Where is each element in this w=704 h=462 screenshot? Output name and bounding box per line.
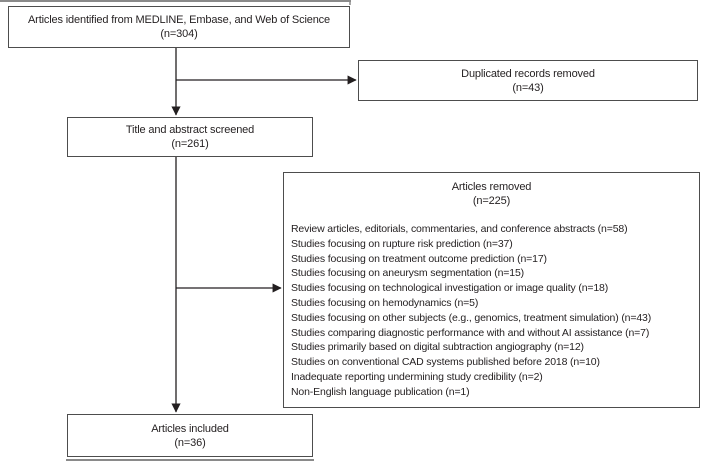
removal-reason: Studies comparing diagnostic performance…	[291, 326, 650, 339]
removal-reason: Inadequate reporting undermining study c…	[291, 370, 543, 383]
duplicates-removed-count: (n=43)	[512, 81, 544, 94]
duplicates-removed-title: Duplicated records removed	[461, 67, 595, 80]
screened-title: Title and abstract screened	[125, 124, 255, 136]
articles-included-title: Articles included	[151, 422, 229, 435]
articles-removed-header: Articles removed (n=225)	[452, 180, 532, 208]
articles-identified-title: Articles identified from MEDLINE, Embase…	[28, 14, 330, 26]
box-title-abstract-screened: Title and abstract screened (n=261)	[67, 117, 313, 157]
removal-reason: Studies focusing on aneurysm segmentatio…	[291, 267, 524, 280]
box-articles-included: Articles included (n=36)	[67, 414, 313, 457]
removal-reason: Studies focusing on treatment outcome pr…	[291, 252, 547, 265]
removal-reason-list: Review articles, editorials, commentarie…	[284, 222, 699, 400]
removal-reason: Studies primarily based on digital subtr…	[291, 341, 584, 354]
articles-removed-count: (n=225)	[472, 195, 511, 207]
box-articles-removed: Articles removed (n=225) Review articles…	[283, 172, 700, 408]
removal-reason: Studies focusing on other subjects (e.g.…	[291, 311, 652, 324]
removal-reason: Review articles, editorials, commentarie…	[291, 223, 628, 235]
articles-included-count: (n=36)	[174, 436, 206, 449]
box-duplicated-records-removed: Duplicated records removed (n=43)	[358, 60, 698, 101]
removal-reason: Non-English language publication (n=1)	[291, 385, 470, 398]
removal-reason: Studies focusing on technological invest…	[291, 282, 609, 295]
removal-reason: Studies on conventional CAD systems publ…	[291, 356, 600, 369]
articles-removed-title: Articles removed	[451, 181, 532, 193]
removal-reason: Studies focusing on hemodynamics (n=5)	[291, 296, 479, 309]
articles-identified-count: (n=304)	[160, 28, 198, 40]
screened-count: (n=261)	[171, 138, 209, 150]
box-articles-identified: Articles identified from MEDLINE, Embase…	[8, 6, 350, 48]
removal-reason: Studies focusing on rupture risk predict…	[291, 237, 513, 250]
